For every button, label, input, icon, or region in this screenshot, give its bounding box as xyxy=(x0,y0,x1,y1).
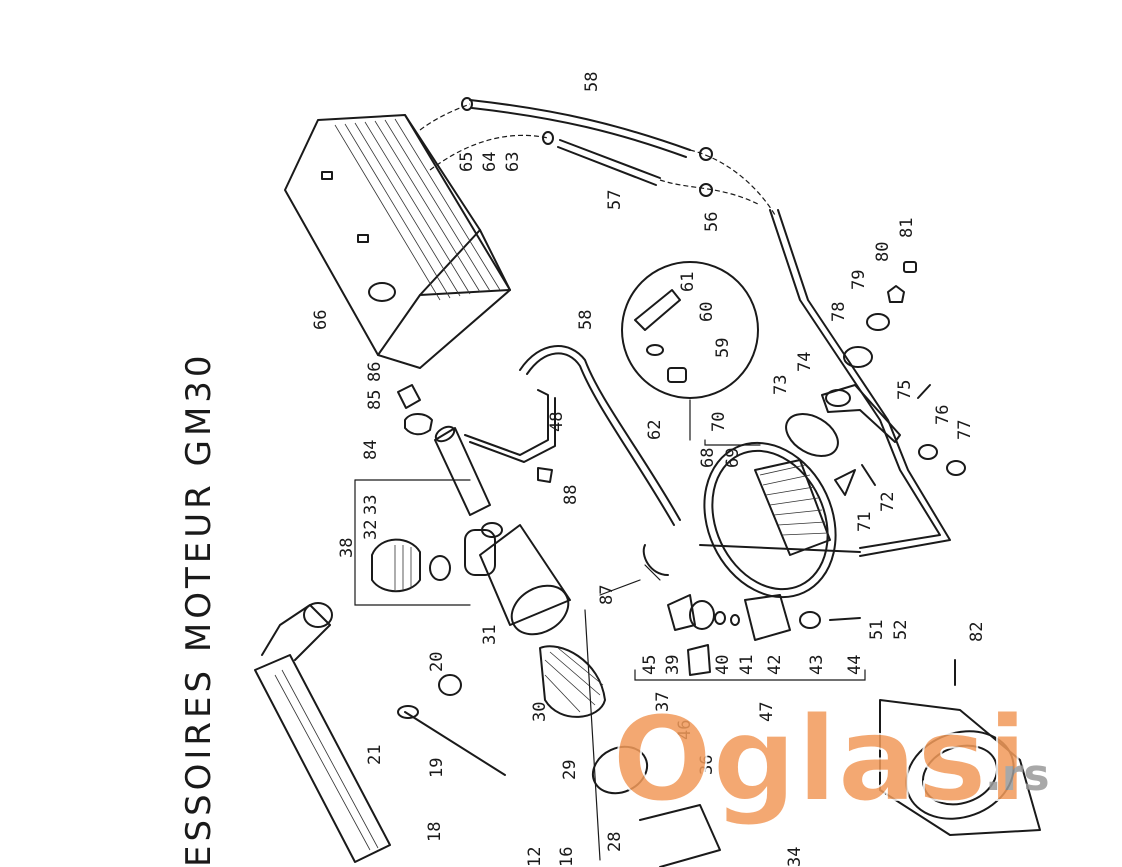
label-58a: 58 xyxy=(582,72,602,92)
label-12: 12 xyxy=(525,847,545,867)
muffler-part-21 xyxy=(254,602,391,863)
label-32: 32 xyxy=(361,520,381,540)
part-labels: 58 57 56 65 64 63 66 61 60 59 58 62 48 8… xyxy=(311,72,987,867)
label-73: 73 xyxy=(771,375,791,395)
label-79: 79 xyxy=(849,270,869,290)
label-86: 86 xyxy=(365,362,385,382)
label-51: 51 xyxy=(867,620,887,640)
flywheel-part-68 xyxy=(703,441,837,599)
label-84: 84 xyxy=(361,440,381,460)
label-81: 81 xyxy=(897,218,917,238)
label-41: 41 xyxy=(737,655,757,675)
label-65: 65 xyxy=(457,152,477,172)
label-62: 62 xyxy=(645,420,665,440)
pipe-58-and-bracket-48 xyxy=(464,345,681,526)
label-36: 36 xyxy=(697,755,717,775)
inset-detail-circle-62 xyxy=(621,261,759,441)
label-71: 71 xyxy=(855,512,875,532)
label-43: 43 xyxy=(807,655,827,675)
label-30: 30 xyxy=(530,702,550,722)
label-56: 56 xyxy=(702,212,722,232)
label-76: 76 xyxy=(933,405,953,425)
label-34: 34 xyxy=(785,847,805,867)
label-52: 52 xyxy=(891,620,911,640)
label-45: 45 xyxy=(640,655,660,675)
label-57: 57 xyxy=(605,190,625,210)
label-72: 72 xyxy=(878,492,898,512)
label-82: 82 xyxy=(967,622,987,642)
air-filter-group-30-33 xyxy=(371,522,721,867)
label-87: 87 xyxy=(597,585,617,605)
watermark-main: Oglasi xyxy=(612,690,1028,828)
label-68: 68 xyxy=(698,448,718,468)
label-40: 40 xyxy=(713,655,733,675)
label-20: 20 xyxy=(427,652,447,672)
watermark-suffix: .rs xyxy=(985,750,1050,801)
label-58b: 58 xyxy=(576,310,596,330)
label-31: 31 xyxy=(480,625,500,645)
fuel-pipes-57-58 xyxy=(419,97,776,216)
label-59: 59 xyxy=(713,338,733,358)
label-61: 61 xyxy=(678,272,698,292)
label-64: 64 xyxy=(480,152,500,172)
label-74: 74 xyxy=(795,352,815,372)
callout-brackets xyxy=(354,439,866,861)
label-47: 47 xyxy=(757,702,777,722)
label-48: 48 xyxy=(547,412,567,432)
fuel-tank-part-66 xyxy=(284,114,511,369)
dipstick-19-cap-20 xyxy=(397,674,506,776)
parts-73-to-81 xyxy=(785,261,966,496)
label-39: 39 xyxy=(663,655,683,675)
label-28: 28 xyxy=(605,832,625,852)
label-18: 18 xyxy=(425,822,445,842)
label-77: 77 xyxy=(955,420,975,440)
label-37: 37 xyxy=(653,692,673,712)
label-85: 85 xyxy=(365,390,385,410)
label-46: 46 xyxy=(675,720,695,740)
label-33: 33 xyxy=(361,495,381,515)
label-44: 44 xyxy=(845,655,865,675)
label-38: 38 xyxy=(337,538,357,558)
label-21: 21 xyxy=(365,745,385,765)
housing-part-bottom-right xyxy=(879,659,1041,836)
carburetor-parts-39-46 xyxy=(599,544,861,676)
label-78: 78 xyxy=(829,302,849,322)
tube-84-clamp-85-86 xyxy=(397,384,491,516)
label-63: 63 xyxy=(503,152,523,172)
label-80: 80 xyxy=(873,242,893,262)
oglasi-watermark: Oglasi .rs xyxy=(611,689,1050,829)
label-70: 70 xyxy=(709,412,729,432)
label-19: 19 xyxy=(427,758,447,778)
label-16: 16 xyxy=(557,847,577,867)
diagram-title: ESSOIRES MOTEUR GM30 xyxy=(179,351,219,867)
label-42: 42 xyxy=(765,655,785,675)
label-75: 75 xyxy=(895,380,915,400)
label-88: 88 xyxy=(561,485,581,505)
label-29: 29 xyxy=(560,760,580,780)
label-69: 69 xyxy=(723,448,743,468)
label-66: 66 xyxy=(311,310,331,330)
label-60: 60 xyxy=(697,302,717,322)
